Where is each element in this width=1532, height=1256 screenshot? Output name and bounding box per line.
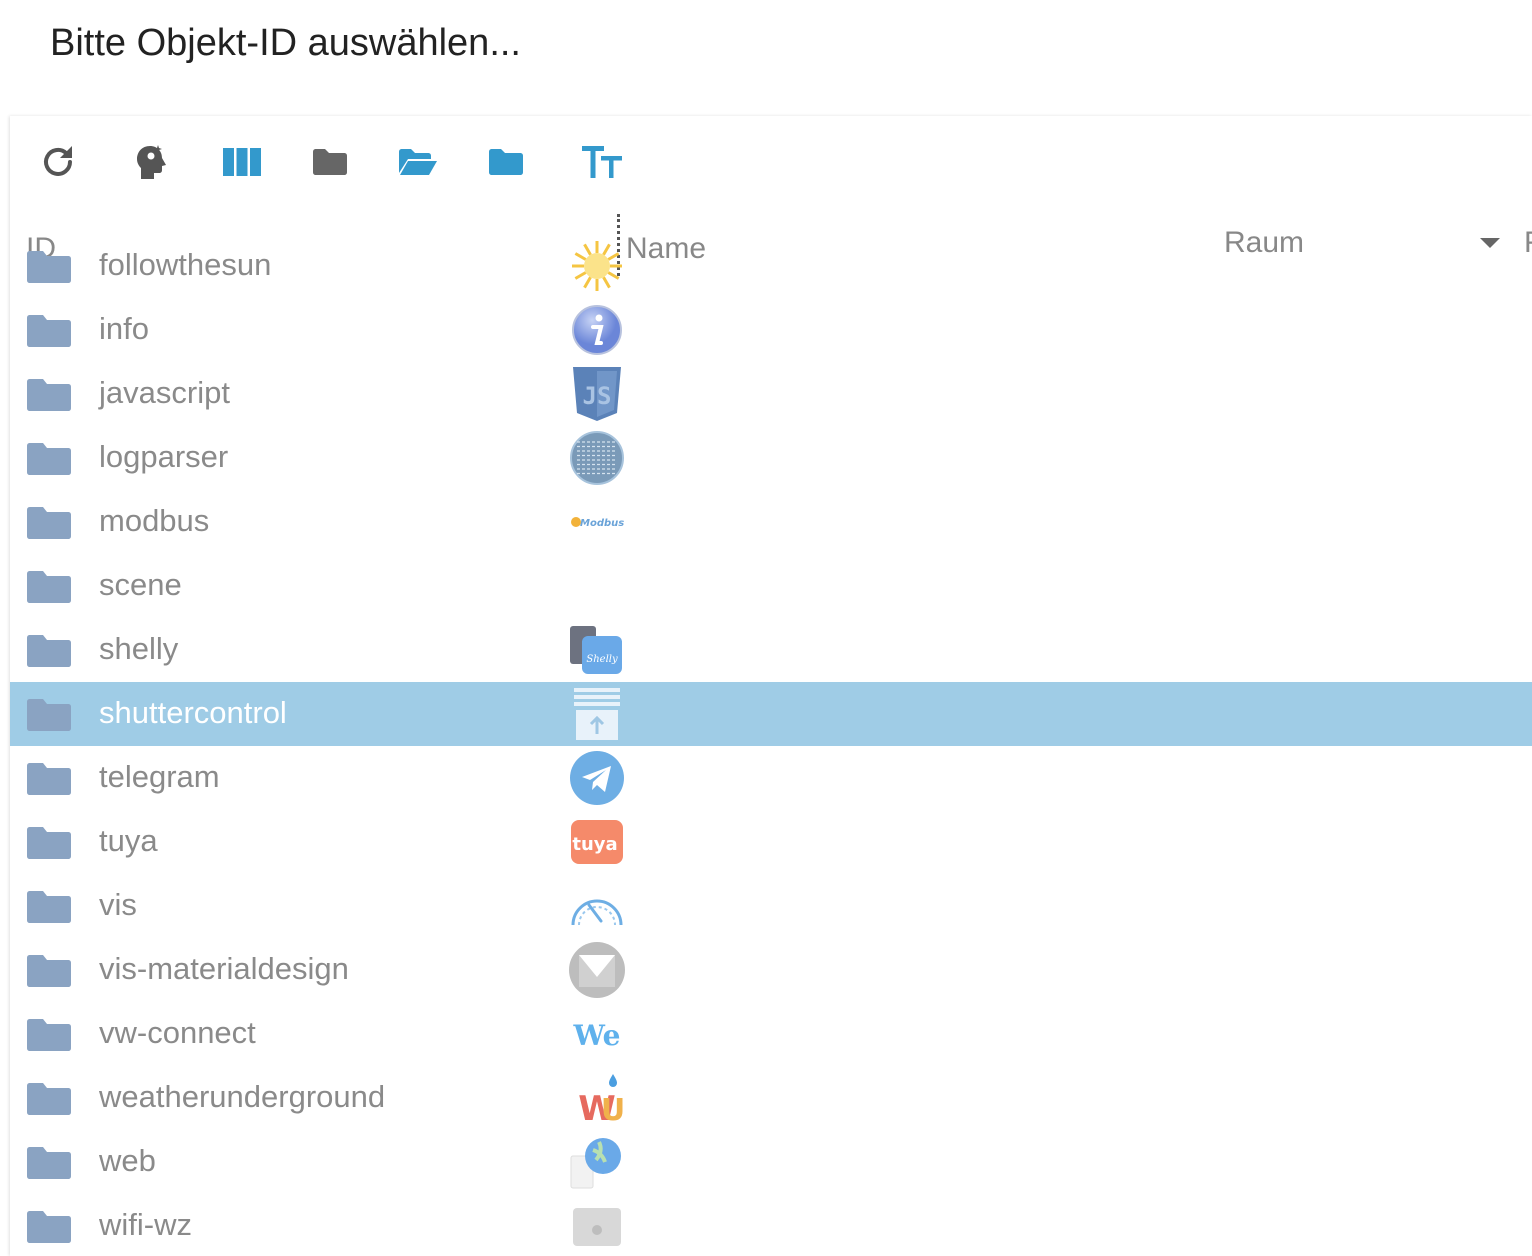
svg-text:Modbus: Modbus <box>580 518 624 529</box>
telegram-icon <box>568 750 626 806</box>
js-icon: JS <box>568 366 626 422</box>
svg-text:JS: JS <box>583 382 612 410</box>
tree-row[interactable]: vis-materialdesign <box>10 938 1532 1002</box>
shelly-logo: Shelly <box>568 622 626 678</box>
tree-row[interactable]: info <box>10 298 1532 362</box>
we-logo: We <box>568 1006 626 1062</box>
column-resizer[interactable] <box>617 214 620 276</box>
column-header-room[interactable]: Raum <box>1224 226 1305 259</box>
folder-icon[interactable] <box>26 698 72 737</box>
folder-icon[interactable] <box>26 442 72 481</box>
head-icon <box>132 142 168 187</box>
refresh-button[interactable] <box>36 142 80 186</box>
tree-row[interactable]: followthesun <box>10 234 1532 298</box>
object-tree: followthesun info javascript JS logparser mod… <box>10 241 1532 1256</box>
dialog-title: Bitte Objekt-ID auswählen... <box>50 22 521 64</box>
object-id-label: followthesun <box>99 247 272 282</box>
folder-icon[interactable] <box>26 378 72 417</box>
modbus-logo: Modbus <box>568 494 626 550</box>
room-filter-dropdown[interactable] <box>1480 238 1500 248</box>
folder-icon[interactable] <box>26 954 72 993</box>
material-m-icon <box>568 942 626 998</box>
tree-row[interactable]: vw-connect We <box>10 1002 1532 1066</box>
object-id-label: modbus <box>99 503 210 538</box>
object-browser: ID Name Raum F followthesun info javascrip… <box>10 116 1532 1256</box>
svg-text:W: W <box>578 1089 616 1126</box>
text-size-button[interactable] <box>580 142 624 186</box>
folder-icon <box>312 147 348 182</box>
object-id-label: shuttercontrol <box>99 695 287 730</box>
object-id-label: tuya <box>99 823 158 858</box>
folder-icon[interactable] <box>26 1146 72 1185</box>
object-id-label: logparser <box>99 439 229 474</box>
svg-text:Shelly: Shelly <box>586 654 618 665</box>
folder-icon[interactable] <box>26 1210 72 1249</box>
folder-button[interactable] <box>484 142 528 186</box>
tree-row[interactable]: scene <box>10 554 1532 618</box>
device-icon <box>568 1198 626 1254</box>
folder-icon[interactable] <box>26 1018 72 1057</box>
web-globe-icon <box>568 1134 626 1190</box>
tree-row[interactable]: vis <box>10 874 1532 938</box>
folder-icon[interactable] <box>26 890 72 929</box>
sun-icon <box>568 238 626 294</box>
tree-row[interactable]: modbus Modbus <box>10 490 1532 554</box>
tree-row[interactable]: javascript JS <box>10 362 1532 426</box>
column-header-next[interactable]: F <box>1524 226 1532 260</box>
toolbar <box>10 116 1532 206</box>
folder-icon[interactable] <box>26 506 72 545</box>
object-id-label: vw-connect <box>99 1015 256 1050</box>
object-id-label: weatherunderground <box>99 1079 386 1114</box>
folder-icon <box>488 147 524 182</box>
object-id-label: telegram <box>99 759 220 794</box>
folder-icon[interactable] <box>26 570 72 609</box>
object-id-label: web <box>99 1143 156 1178</box>
text-size-icon <box>581 144 623 185</box>
object-id-label: vis-materialdesign <box>99 951 349 986</box>
expert-mode-button[interactable] <box>128 142 172 186</box>
object-id-label: javascript <box>99 375 230 410</box>
svg-text:We: We <box>573 1019 621 1052</box>
folder-icon[interactable] <box>26 634 72 673</box>
columns-button[interactable] <box>220 142 264 186</box>
folder-icon[interactable] <box>26 762 72 801</box>
tree-row[interactable]: web <box>10 1130 1532 1194</box>
object-id-label: info <box>99 311 149 346</box>
folder-icon[interactable] <box>26 314 72 353</box>
object-id-label: wifi-wz <box>99 1207 192 1242</box>
shutter-icon <box>568 686 626 742</box>
tree-row[interactable]: logparser <box>10 426 1532 490</box>
collapse-all-button[interactable] <box>308 142 352 186</box>
tree-row-selected[interactable]: shuttercontrol <box>10 682 1532 746</box>
tuya-logo: tuya <box>568 814 626 870</box>
column-header-name[interactable]: Name <box>626 232 707 265</box>
svg-text:tuya: tuya <box>572 834 617 855</box>
folder-open-icon <box>398 147 438 182</box>
expand-all-button[interactable] <box>396 142 440 186</box>
folder-icon[interactable] <box>26 1082 72 1121</box>
folder-icon[interactable] <box>26 250 72 289</box>
tree-row[interactable]: wifi-wz <box>10 1194 1532 1256</box>
globe-log-icon <box>568 430 626 486</box>
gauge-icon <box>568 878 626 934</box>
svg-text:U: U <box>601 1093 625 1126</box>
tree-row[interactable]: telegram <box>10 746 1532 810</box>
refresh-icon <box>39 143 77 186</box>
tree-row[interactable]: tuya tuya <box>10 810 1532 874</box>
info-icon <box>568 302 626 358</box>
columns-icon <box>222 146 262 183</box>
object-id-label: scene <box>99 567 182 602</box>
object-id-label: vis <box>99 887 137 922</box>
object-id-label: shelly <box>99 631 179 666</box>
folder-icon[interactable] <box>26 826 72 865</box>
table-header: ID Name Raum F <box>10 212 1532 278</box>
